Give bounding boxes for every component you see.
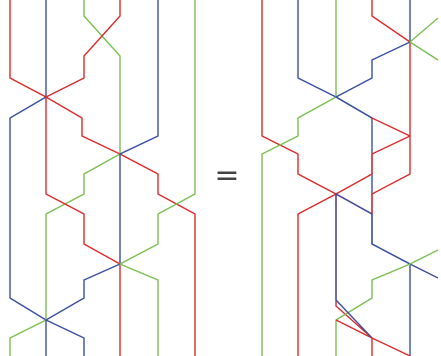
left-blue-strand-2 (9, 0, 85, 356)
left-green-strand-6 (119, 0, 196, 356)
left-blue-strand-5 (45, 0, 159, 356)
equals-sign: = (214, 158, 240, 193)
right-green-strand-12 (409, 17, 439, 61)
right-red-strand-16 (335, 319, 411, 356)
right-green-strand-15 (335, 263, 411, 356)
strands-group (9, 0, 439, 356)
left-red-strand-7 (261, 0, 373, 356)
right-blue-strand-14 (335, 193, 411, 356)
left-green-strand-9 (261, 0, 337, 356)
right-green-strand-18 (409, 249, 439, 265)
right-blue-strand-17 (335, 194, 373, 339)
left-green-strand-3 (9, 0, 121, 356)
right-blue-strand-11 (335, 0, 411, 119)
right-red-strand-10 (297, 0, 411, 356)
left-red-strand-4 (45, 0, 121, 356)
left-red-strand-1 (9, 0, 196, 356)
left-blue-strand-8 (297, 0, 439, 279)
